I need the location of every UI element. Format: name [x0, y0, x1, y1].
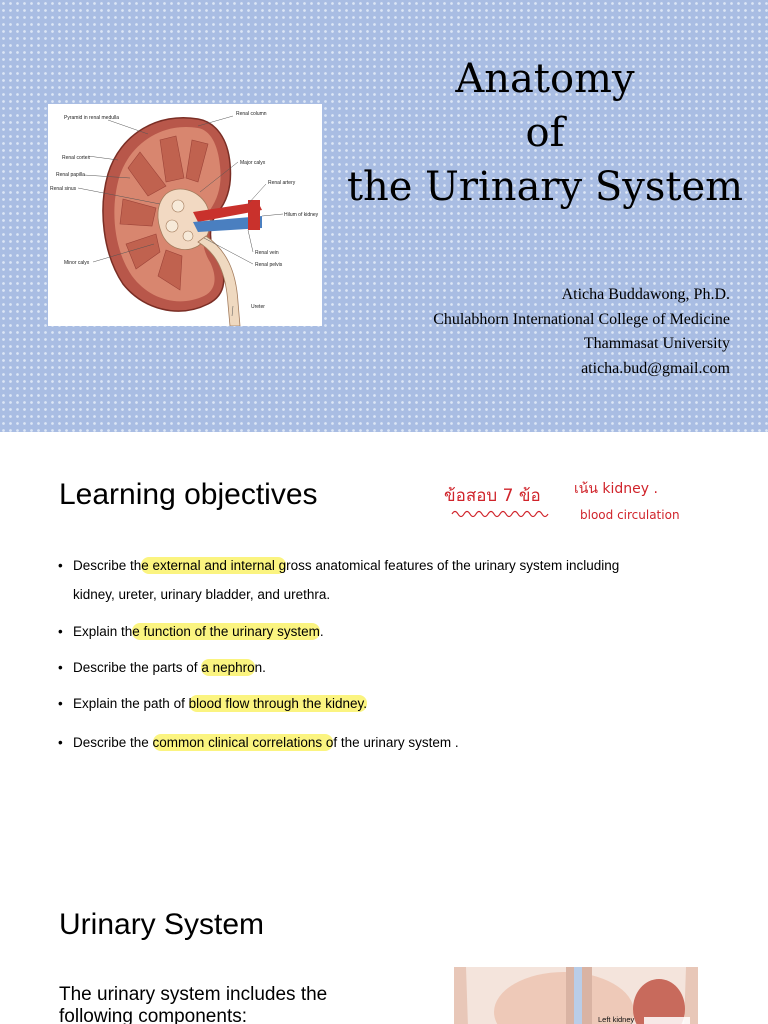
urinary-system-slide: Urinary System The urinary system includ… [0, 864, 768, 1024]
highlight: blood flow through the kidney. [188, 695, 367, 712]
label-renal-cortex: Renal cortex [62, 155, 91, 161]
label-renal-sinus: Renal sinus [50, 186, 77, 192]
title-line-3: the Urinary System [346, 164, 744, 210]
slide-heading: Learning objectives [59, 478, 318, 511]
label-pyramid: Pyramid in renal medulla [64, 115, 119, 121]
handwritten-note-2: เน้น kidney . [574, 481, 658, 497]
label-renal-artery: Renal artery [268, 180, 296, 186]
presentation-title: Anatomy of the Urinary System [330, 52, 760, 214]
author-college: Chulabhorn International College of Medi… [433, 310, 730, 328]
kidney-cross-section-image: Pyramid in renal medulla Renal column Re… [48, 104, 322, 326]
slide-heading: Urinary System [59, 908, 265, 941]
label-renal-papilla: Renal papilla [56, 172, 85, 178]
author-email: aticha.bud@gmail.com [581, 359, 730, 377]
label-renal-vein: Renal vein [255, 250, 279, 256]
label-renal-column: Renal column [236, 111, 267, 117]
author-university: Thammasat University [583, 335, 730, 352]
handwritten-note-1: ข้อสอบ 7 ข้อ [444, 486, 541, 506]
torso-illustration: Left kidney [454, 967, 698, 1024]
title-line-2: of [525, 110, 565, 156]
author-name: Aticha Buddawong, Ph.D. [561, 286, 730, 303]
handwritten-note-3: blood circulation [580, 508, 680, 522]
label-left-kidney: Left kidney [598, 1015, 635, 1024]
learning-objectives-slide: Learning objectives ข้อสอบ 7 ข้อ เน้น ki… [0, 433, 768, 863]
highlight: e function of the urinary system [132, 623, 320, 640]
highlight: common clinical correlations o [152, 734, 334, 751]
bullet-icon: • [58, 558, 63, 573]
bullet-icon: • [58, 660, 63, 675]
bullet-icon: • [58, 624, 63, 639]
bullet-icon: • [58, 696, 63, 711]
handwritten-annotation: ข้อสอบ 7 ข้อ เน้น kidney . blood circula… [444, 481, 680, 522]
slide-body-text: The urinary system includes the followin… [59, 984, 328, 1024]
label-major-calyx: Major calyx [240, 160, 266, 166]
highlight: a nephro [201, 659, 255, 676]
label-renal-pelvis: Renal pelvis [255, 262, 283, 268]
kidney-illustration: Pyramid in renal medulla Renal column Re… [50, 111, 319, 326]
label-minor-calyx: Minor calyx [64, 260, 90, 266]
label-hilum: Hilum of kidney [284, 212, 319, 218]
bullet-icon: • [58, 735, 63, 750]
title-line-1: Anatomy [455, 56, 635, 102]
highlight: e external and internal g [141, 557, 287, 574]
urinary-system-image: Left kidney [454, 967, 698, 1024]
label-ureter: Ureter [251, 304, 265, 310]
title-slide: Pyramid in renal medulla Renal column Re… [0, 0, 768, 432]
author-info: Aticha Buddawong, Ph.D. Chulabhorn Inter… [433, 283, 730, 381]
squiggle-underline [451, 510, 549, 518]
